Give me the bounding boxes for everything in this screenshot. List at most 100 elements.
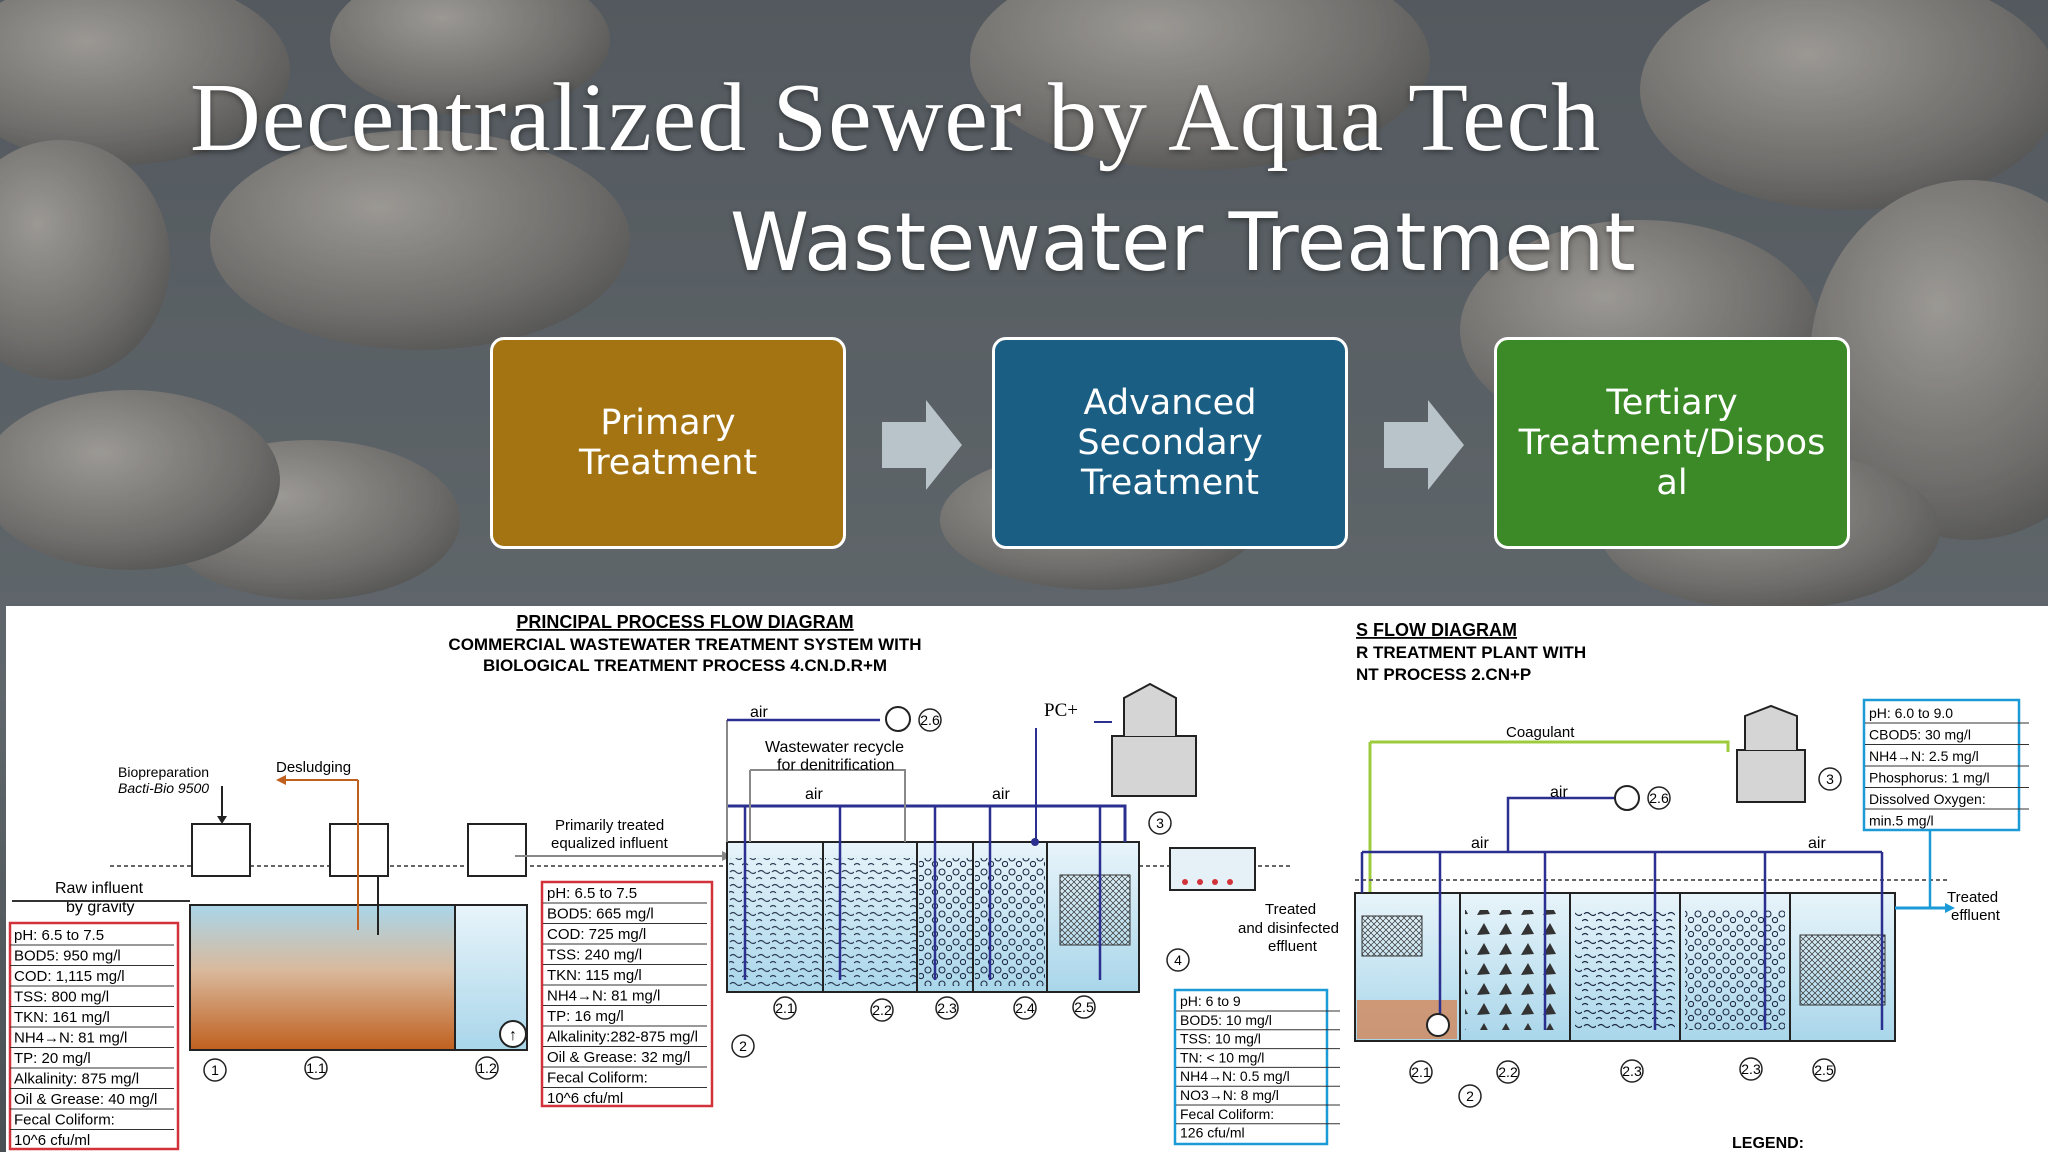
number-label: 3 [1156,815,1164,831]
param-line: Oil & Grease: 40 mg/l [14,1091,157,1108]
raw-influent-params [8,921,180,1151]
param-line: Fecal Coliform: [547,1070,648,1087]
param-line: TN: < 10 mg/l [1180,1049,1264,1065]
number-marker [1496,1060,1520,1084]
step-secondary-treatment: Advanced Secondary Treatment [992,337,1348,549]
number-marker [203,1058,227,1082]
bacti-bio-label: Bacti-Bio 9500 [118,780,209,796]
right-arrow-icon [882,400,962,490]
number-label: 1.2 [477,1060,497,1076]
param-line: TSS: 10 mg/l [1180,1031,1261,1047]
param-line: TSS: 800 mg/l [14,989,109,1006]
process-flow-diagram: PRINCIPAL PROCESS FLOW DIAGRAM COMMERCIA… [6,606,2048,1152]
number-label: 2.6 [920,712,940,728]
number-label: 2.4 [1015,1000,1035,1016]
param-line: NH4→N: 81 mg/l [14,1030,127,1047]
param-line: CBOD5: 30 mg/l [1869,727,1971,743]
right-air-label-3: air [1808,835,1826,852]
right-air-label-2: air [1471,835,1489,852]
primary-tank [189,904,456,1051]
number-label: 2.3 [937,1000,957,1016]
param-line: Alkalinity: 875 mg/l [14,1071,139,1088]
number-label: 1.1 [306,1060,326,1076]
coagulant-label: Coagulant [1506,724,1575,741]
slide-title: Decentralized Sewer by Aqua Tech [190,64,1602,172]
right-heading-2: R TREATMENT PLANT WITH [1356,643,1586,662]
step-label: Tertiary Treatment/Dispos al [1518,383,1826,503]
param-line: BOD5: 665 mg/l [547,906,654,923]
param-line: TP: 16 mg/l [547,1008,624,1025]
param-line: NH4→N: 2.5 mg/l [1869,748,1979,764]
number-marker [918,708,942,732]
number-marker [1072,995,1096,1019]
equalized-influent-label: equalized influent [551,835,669,852]
left-diagram: PRINCIPAL PROCESS FLOW DIAGRAM COMMERCIA… [8,612,1340,1151]
number-marker [1148,811,1172,835]
param-line: BOD5: 950 mg/l [14,948,121,965]
param-line: pH: 6.5 to 7.5 [14,927,104,944]
step-label: Advanced Secondary Treatment [1077,383,1263,503]
raw-influent-label: Raw influent [55,880,144,897]
number-label: 2.5 [1074,999,1094,1015]
air-label-3: air [992,786,1010,803]
treated-label-1: Treated [1265,901,1316,918]
param-line: COD: 1,115 mg/l [14,968,125,985]
slide-subtitle: Wastewater Treatment [730,196,1636,289]
number-label: 2.1 [1411,1064,1431,1080]
param-line: min.5 mg/l [1869,813,1934,829]
air-label-1: air [750,704,768,721]
param-line: NH4→N: 0.5 mg/l [1180,1068,1290,1084]
number-marker [1818,767,1842,791]
number-marker [1647,786,1671,810]
param-line: 126 cfu/ml [1180,1125,1245,1141]
left-heading-3: BIOLOGICAL TREATMENT PROCESS 4.CN.D.R+M [483,656,887,675]
number-marker [1739,1057,1763,1081]
number-label: 2 [1466,1088,1474,1104]
param-line: Alkalinity:282-875 mg/l [547,1029,698,1046]
step-primary-treatment: Primary Treatment [490,337,846,549]
param-line: TKN: 161 mg/l [14,1009,110,1026]
by-gravity-label: by gravity [66,899,134,916]
param-line: TKN: 115 mg/l [547,967,642,984]
right-treated-label-1: Treated [1947,889,1998,906]
pc-label: PC+ [1044,700,1078,721]
number-marker [304,1056,328,1080]
number-marker [1013,996,1037,1020]
left-heading-2: COMMERCIAL WASTEWATER TREATMENT SYSTEM W… [448,635,921,654]
number-marker [1620,1059,1644,1083]
param-line: pH: 6.0 to 9.0 [1869,705,1953,721]
right-diagram: S FLOW DIAGRAM R TREATMENT PLANT WITH NT… [1354,620,2029,1152]
number-label: 4 [1174,952,1182,968]
legend-label: LEGEND: [1732,1135,1804,1152]
param-line: TP: 20 mg/l [14,1050,91,1067]
number-marker [1166,948,1190,972]
left-heading-1: PRINCIPAL PROCESS FLOW DIAGRAM [516,612,853,632]
param-line: Phosphorus: 1 mg/l [1869,770,1990,786]
biopreparation-label: Biopreparation [118,764,209,780]
number-marker [475,1056,499,1080]
step-tertiary-treatment: Tertiary Treatment/Dispos al [1494,337,1850,549]
number-label: 2.3 [1741,1061,1761,1077]
number-marker [870,998,894,1022]
param-line: NO3→N: 8 mg/l [1180,1087,1279,1103]
param-line: BOD5: 10 mg/l [1180,1012,1272,1028]
number-marker [1458,1084,1482,1108]
number-marker [935,996,959,1020]
number-label: 2.6 [1649,790,1669,806]
number-label: 2.2 [872,1002,892,1018]
number-marker [1812,1058,1836,1082]
number-label: 2.2 [1498,1064,1518,1080]
svg-text:↑: ↑ [509,1027,517,1044]
treated-label-2: and disinfected [1238,920,1339,937]
right-heading-1: S FLOW DIAGRAM [1356,620,1517,640]
air-label-2: air [805,786,823,803]
number-label: 2.1 [775,1000,795,1016]
number-label: 2.3 [1622,1063,1642,1079]
right-heading-3: NT PROCESS 2.CN+P [1356,665,1531,684]
number-marker [773,996,797,1020]
recycle-label-2: for denitrification [777,757,894,774]
param-line: Oil & Grease: 32 mg/l [547,1049,690,1066]
number-label: 3 [1826,771,1834,787]
param-line: pH: 6 to 9 [1180,993,1241,1009]
number-label: 2.5 [1814,1062,1834,1078]
